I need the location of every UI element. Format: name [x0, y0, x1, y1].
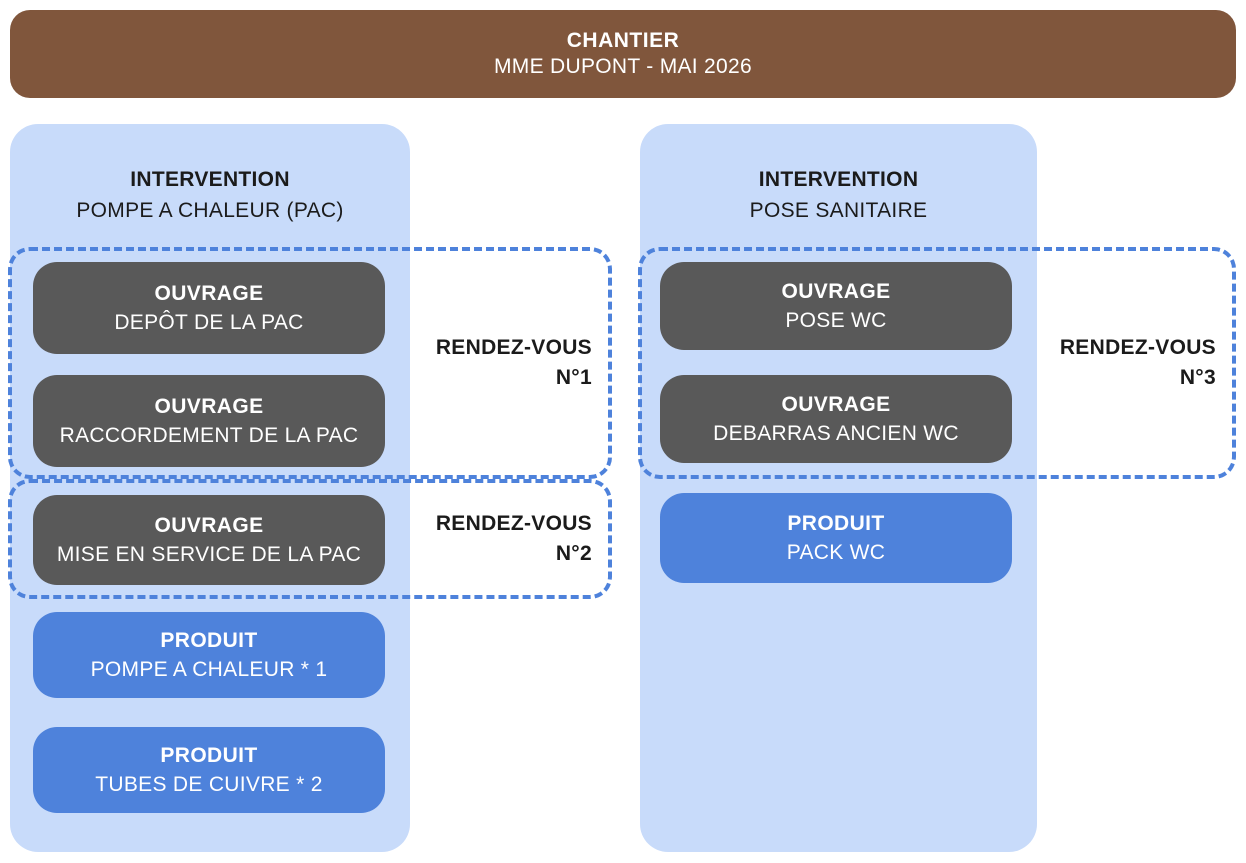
rendezvous-group-2: RENDEZ-VOUS N°2: [8, 479, 612, 599]
rendezvous-group-3: RENDEZ-VOUS N°3: [638, 247, 1236, 479]
intervention-subtitle: POSE SANITAIRE: [749, 199, 928, 222]
node-type-label: PRODUIT: [787, 512, 885, 535]
intervention-panel-sanitaire: INTERVENTION POSE SANITAIRE: [640, 124, 1037, 852]
chantier-subtitle: MME DUPONT - MAI 2026: [494, 55, 752, 78]
node-name-label: TUBES DE CUIVRE * 2: [95, 773, 323, 796]
node-type-label: OUVRAGE: [781, 280, 891, 303]
produit-box-tubes-cuivre: PRODUIT TUBES DE CUIVRE * 2: [33, 727, 385, 813]
node-type-label: OUVRAGE: [781, 393, 891, 416]
rendezvous-number: N°1: [555, 366, 592, 389]
ouvrage-box-depot-pac: OUVRAGE DEPÔT DE LA PAC: [33, 262, 385, 354]
ouvrage-box-debarras-ancien-wc: OUVRAGE DEBARRAS ANCIEN WC: [660, 375, 1012, 463]
node-name-label: POMPE A CHALEUR * 1: [90, 658, 328, 681]
chantier-title: CHANTIER: [566, 29, 680, 52]
node-type-label: OUVRAGE: [154, 282, 264, 305]
rendezvous-number: N°2: [555, 542, 592, 565]
rendezvous-group-1: RENDEZ-VOUS N°1: [8, 247, 612, 479]
ouvrage-box-raccordement-pac: OUVRAGE RACCORDEMENT DE LA PAC: [33, 375, 385, 467]
ouvrage-box-pose-wc: OUVRAGE POSE WC: [660, 262, 1012, 350]
node-name-label: RACCORDEMENT DE LA PAC: [59, 424, 359, 447]
node-name-label: POSE WC: [785, 309, 887, 332]
node-name-label: DEPÔT DE LA PAC: [114, 311, 304, 334]
node-name-label: MISE EN SERVICE DE LA PAC: [56, 543, 362, 566]
ouvrage-box-mise-en-service-pac: OUVRAGE MISE EN SERVICE DE LA PAC: [33, 495, 385, 585]
chantier-header: CHANTIER MME DUPONT - MAI 2026: [10, 10, 1236, 98]
node-type-label: OUVRAGE: [154, 395, 264, 418]
rendezvous-label-2: RENDEZ-VOUS N°2: [436, 509, 608, 569]
rendezvous-text: RENDEZ-VOUS: [435, 336, 592, 359]
node-name-label: DEBARRAS ANCIEN WC: [713, 422, 959, 445]
intervention-subtitle: POMPE A CHALEUR (PAC): [76, 199, 344, 222]
node-name-label: PACK WC: [786, 541, 886, 564]
produit-box-pompe-a-chaleur: PRODUIT POMPE A CHALEUR * 1: [33, 612, 385, 698]
node-type-label: OUVRAGE: [154, 514, 264, 537]
intervention-title: INTERVENTION: [758, 168, 919, 191]
rendezvous-number: N°3: [1179, 366, 1216, 389]
intervention-title: INTERVENTION: [130, 168, 290, 191]
rendezvous-label-1: RENDEZ-VOUS N°1: [436, 333, 608, 393]
rendezvous-text: RENDEZ-VOUS: [1059, 336, 1216, 359]
produit-box-pack-wc: PRODUIT PACK WC: [660, 493, 1012, 583]
node-type-label: PRODUIT: [160, 629, 258, 652]
rendezvous-text: RENDEZ-VOUS: [435, 512, 592, 535]
rendezvous-label-3: RENDEZ-VOUS N°3: [1060, 333, 1232, 393]
node-type-label: PRODUIT: [160, 744, 258, 767]
